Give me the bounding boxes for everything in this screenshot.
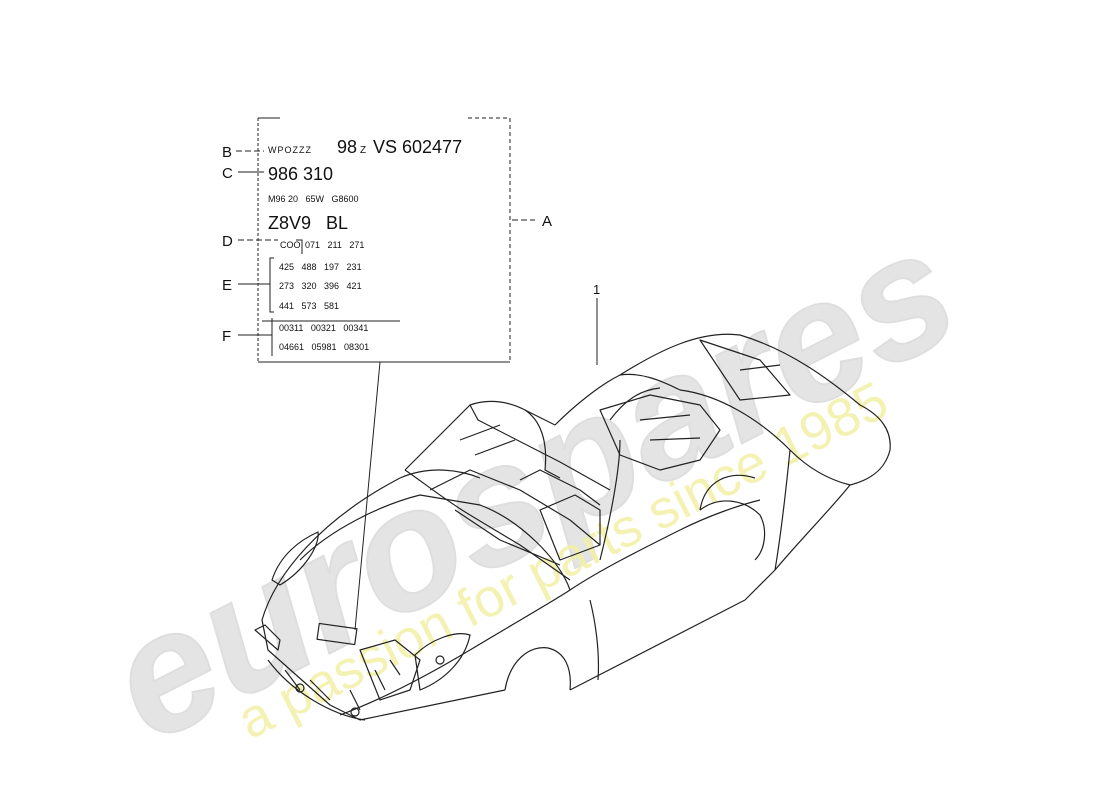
callouts	[236, 150, 598, 631]
callout-d: D	[222, 233, 233, 250]
plate-engine-line: M96 20 65W G8600	[268, 194, 359, 204]
plate-e-line-3: 441 573 581	[279, 301, 339, 311]
plate-e-line-2: 273 320 396 421	[279, 281, 362, 291]
plate-vin-sub: Z	[360, 145, 366, 156]
callout-labels: B C D E F A 1	[222, 144, 600, 345]
car-body-drawing	[254, 333, 891, 721]
plate-color-code: Z8V9 BL	[268, 213, 348, 233]
plate-type-number: 986 310	[268, 164, 333, 184]
plate-f-line-1: 00311 00321 00341	[279, 323, 368, 333]
callout-a: A	[542, 213, 552, 230]
plate-d-line: 071 211 271	[305, 240, 364, 250]
plate-vin-serial: VS 602477	[373, 137, 462, 157]
callout-c: C	[222, 165, 233, 182]
plate-e-line-1: 425 488 197 231	[279, 262, 362, 272]
callout-part-1: 1	[593, 282, 600, 297]
plate-text: WPOZZZ 98 Z VS 602477 986 310 M96 20 65W…	[268, 137, 462, 352]
plate-code-d: COO	[280, 240, 301, 250]
callout-b: B	[222, 144, 232, 161]
plate-vin-model: 98	[337, 137, 357, 157]
plate-vin-prefix: WPOZZZ	[268, 145, 312, 155]
callout-e: E	[222, 277, 232, 294]
plate-f-line-2: 04661 05981 08301	[279, 342, 369, 352]
callout-f: F	[222, 328, 231, 345]
watermark-brand: eurospares	[81, 193, 984, 778]
watermark: eurospares a passion for parts since 198…	[80, 192, 985, 779]
